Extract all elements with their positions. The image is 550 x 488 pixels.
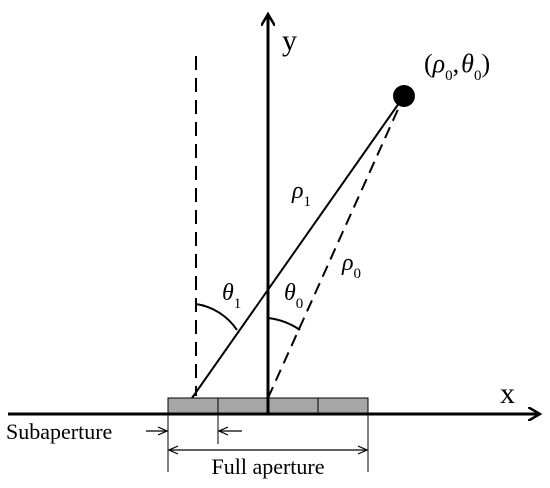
subaperture-segment-4 [317,397,369,415]
target-point-label: (ρ0,θ0) [424,49,490,84]
x-axis-label: x [500,377,515,410]
subaperture-label: Subaperture [6,419,112,444]
subaperture-segment-3 [267,397,319,415]
rho0-line [267,95,405,399]
full-aperture-dimension [169,414,369,472]
theta1-label: θ1 [222,280,241,312]
subaperture-segment-1 [167,397,219,415]
theta0-arc [267,317,301,331]
full-aperture-label: Full aperture [211,454,324,479]
subaperture-segment-2 [217,397,269,415]
theta0-label: θ0 [284,280,303,312]
y-axis-label: y [282,24,297,57]
rho1-label: ρ1 [291,178,311,210]
rho1-line [191,95,405,399]
subaperture-dimension [146,414,242,472]
rho0-label: ρ0 [341,250,361,282]
target-point [393,85,415,107]
theta1-arc [195,303,238,331]
